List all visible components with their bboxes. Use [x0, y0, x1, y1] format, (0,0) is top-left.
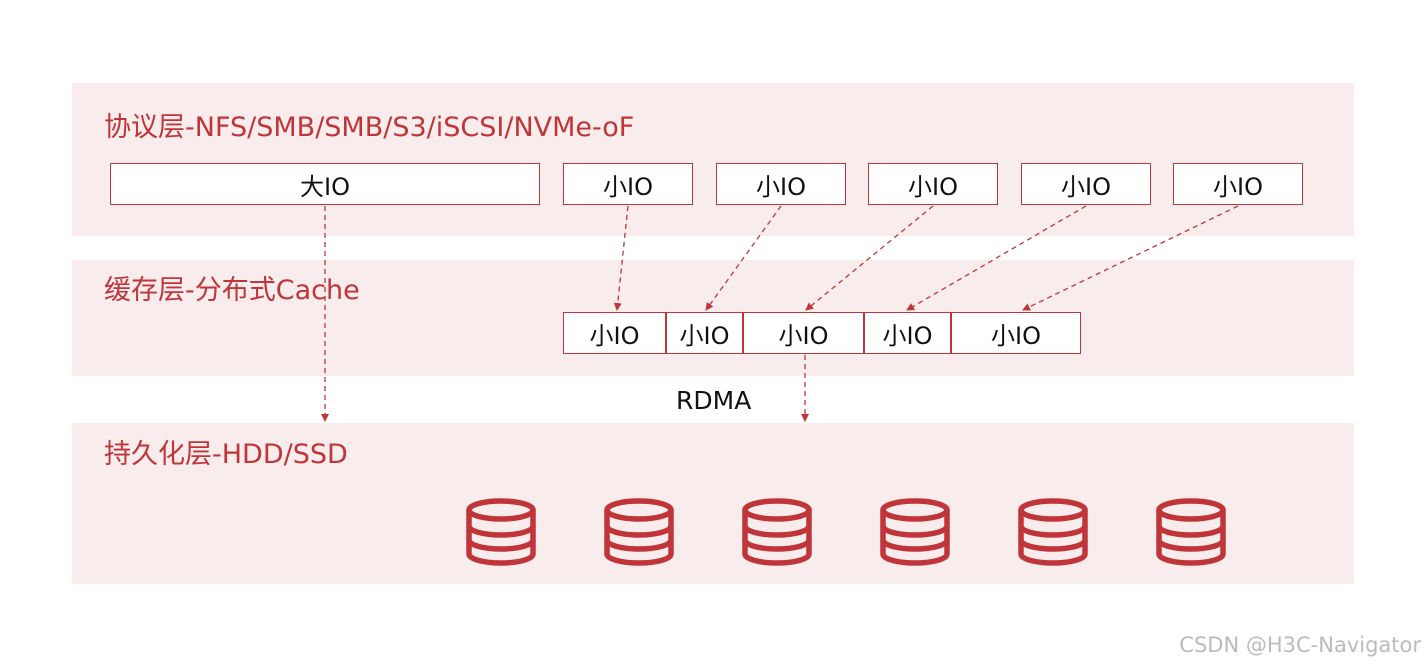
cache-io-box: 小IO [666, 312, 743, 354]
small-io-box: 小IO [868, 163, 998, 205]
database-icon [742, 498, 812, 566]
persistence-layer-title: 持久化层-HDD/SSD [104, 439, 348, 470]
small-io-arrow [613, 205, 629, 311]
watermark: CSDN @H3C-Navigator [1179, 633, 1421, 657]
small-io-box: 小IO [1021, 163, 1151, 205]
cache-io-box: 小IO [864, 312, 951, 354]
cache-io-box: 小IO [951, 312, 1081, 354]
database-icon [1018, 498, 1088, 566]
database-icon [466, 498, 536, 566]
small-io-arrow [705, 205, 782, 311]
small-io-box: 小IO [1173, 163, 1303, 205]
protocol-layer-title: 协议层-NFS/SMB/SMB/S3/iSCSI/NVMe-oF [104, 112, 635, 143]
small-io-box: 小IO [563, 163, 693, 205]
cache-io-box: 小IO [743, 312, 864, 354]
small-io-box: 小IO [716, 163, 846, 205]
cache-layer-title: 缓存层-分布式Cache [104, 275, 360, 306]
small-io-arrow [1022, 205, 1239, 311]
small-io-arrow [906, 205, 1087, 311]
cache-io-box: 小IO [563, 312, 666, 354]
rdma-label: RDMA [676, 386, 752, 415]
database-icon [604, 498, 674, 566]
database-icon [880, 498, 950, 566]
small-io-arrow [805, 205, 934, 311]
persistence-layer: 持久化层-HDD/SSD [72, 423, 1354, 584]
large-io-box: 大IO [110, 163, 540, 205]
protocol-layer: 协议层-NFS/SMB/SMB/S3/iSCSI/NVMe-oF [72, 83, 1354, 236]
database-icon [1156, 498, 1226, 566]
